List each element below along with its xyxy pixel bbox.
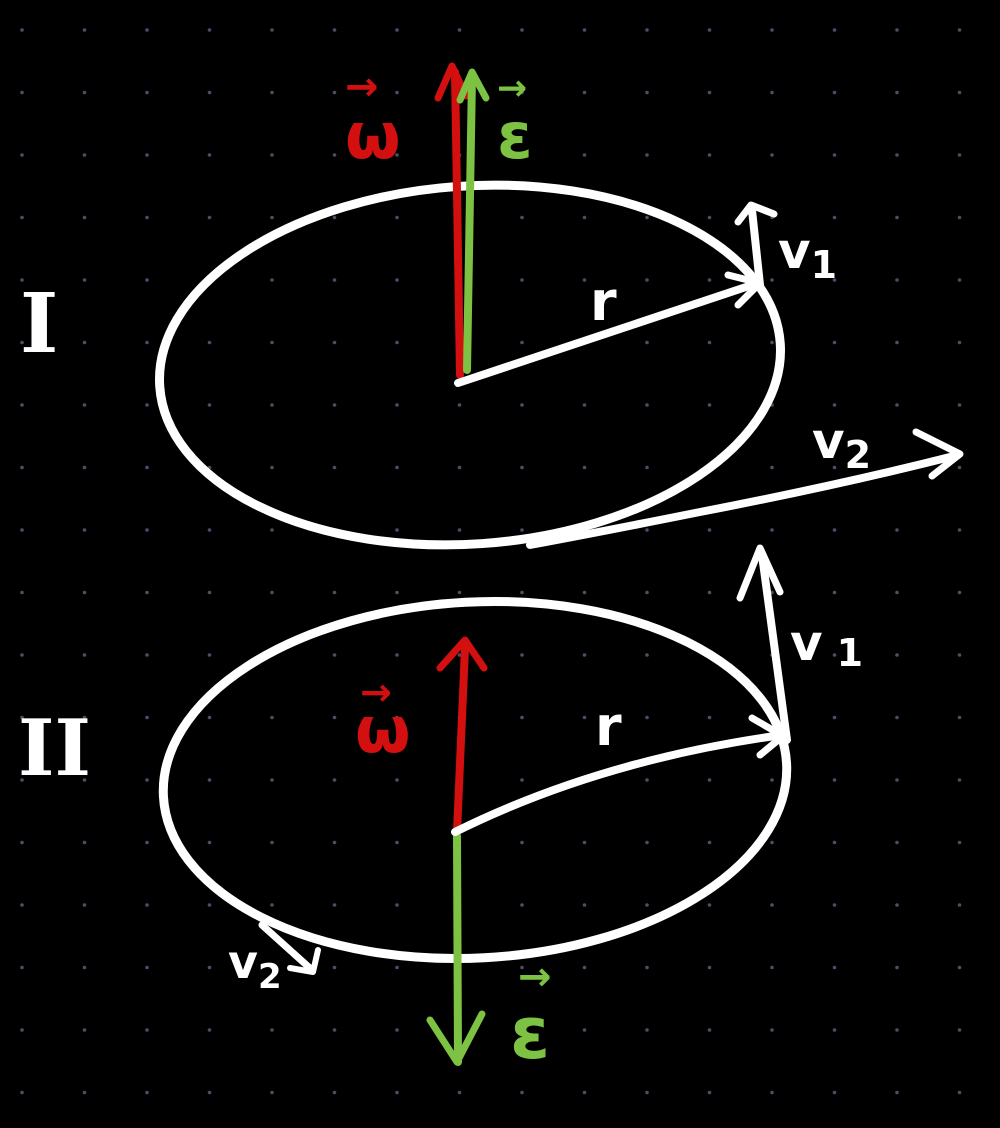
v2-arrowhead-II [287, 947, 321, 975]
radius-label-II: r [595, 695, 622, 758]
diagram-I-label: I [20, 276, 58, 372]
omega-vector-I [451, 68, 464, 379]
v1-vector-I [748, 206, 764, 289]
omega-vector-II [453, 644, 469, 836]
rotation-circle-II [158, 596, 792, 964]
omega-arrowhead-I [434, 62, 470, 102]
omega-label-I: ω [345, 100, 401, 174]
omega-label-II: ω [355, 694, 411, 768]
v1-label-I: v1 [778, 222, 837, 287]
v1-arrowhead-II [736, 544, 784, 602]
epsilon-arrowhead-II [426, 1010, 486, 1066]
v2-vector-I [526, 451, 962, 549]
epsilon-vector-I [463, 74, 476, 374]
v1-vector-II [758, 551, 791, 744]
radius-vector-I [454, 279, 762, 387]
v2-vector-II [258, 921, 316, 974]
epsilon-arrowhead-I [456, 68, 490, 104]
radius-label-I: r [590, 270, 617, 333]
epsilon-vector-II [453, 832, 462, 1066]
radius-vector-II [451, 731, 786, 836]
epsilon-vector-arrow-I: → [497, 68, 527, 109]
v2-label-II: v2 [228, 935, 282, 997]
omega-vector-arrow-II: → [360, 670, 392, 714]
v2-arrowhead-I [912, 428, 964, 480]
omega-vector-arrow-I: → [345, 64, 379, 110]
v1-arrowhead-I [734, 201, 778, 226]
epsilon-label-I: ε [497, 100, 533, 174]
diagram-II-label: II [18, 703, 91, 794]
diagram-I: I → ω → ε r v1 v2 [20, 62, 964, 550]
omega-arrowhead-II [436, 636, 488, 672]
epsilon-vector-arrow-II: → [518, 954, 552, 1000]
epsilon-label-II: ε [510, 991, 550, 1075]
v2-label-I: v2 [812, 412, 871, 477]
